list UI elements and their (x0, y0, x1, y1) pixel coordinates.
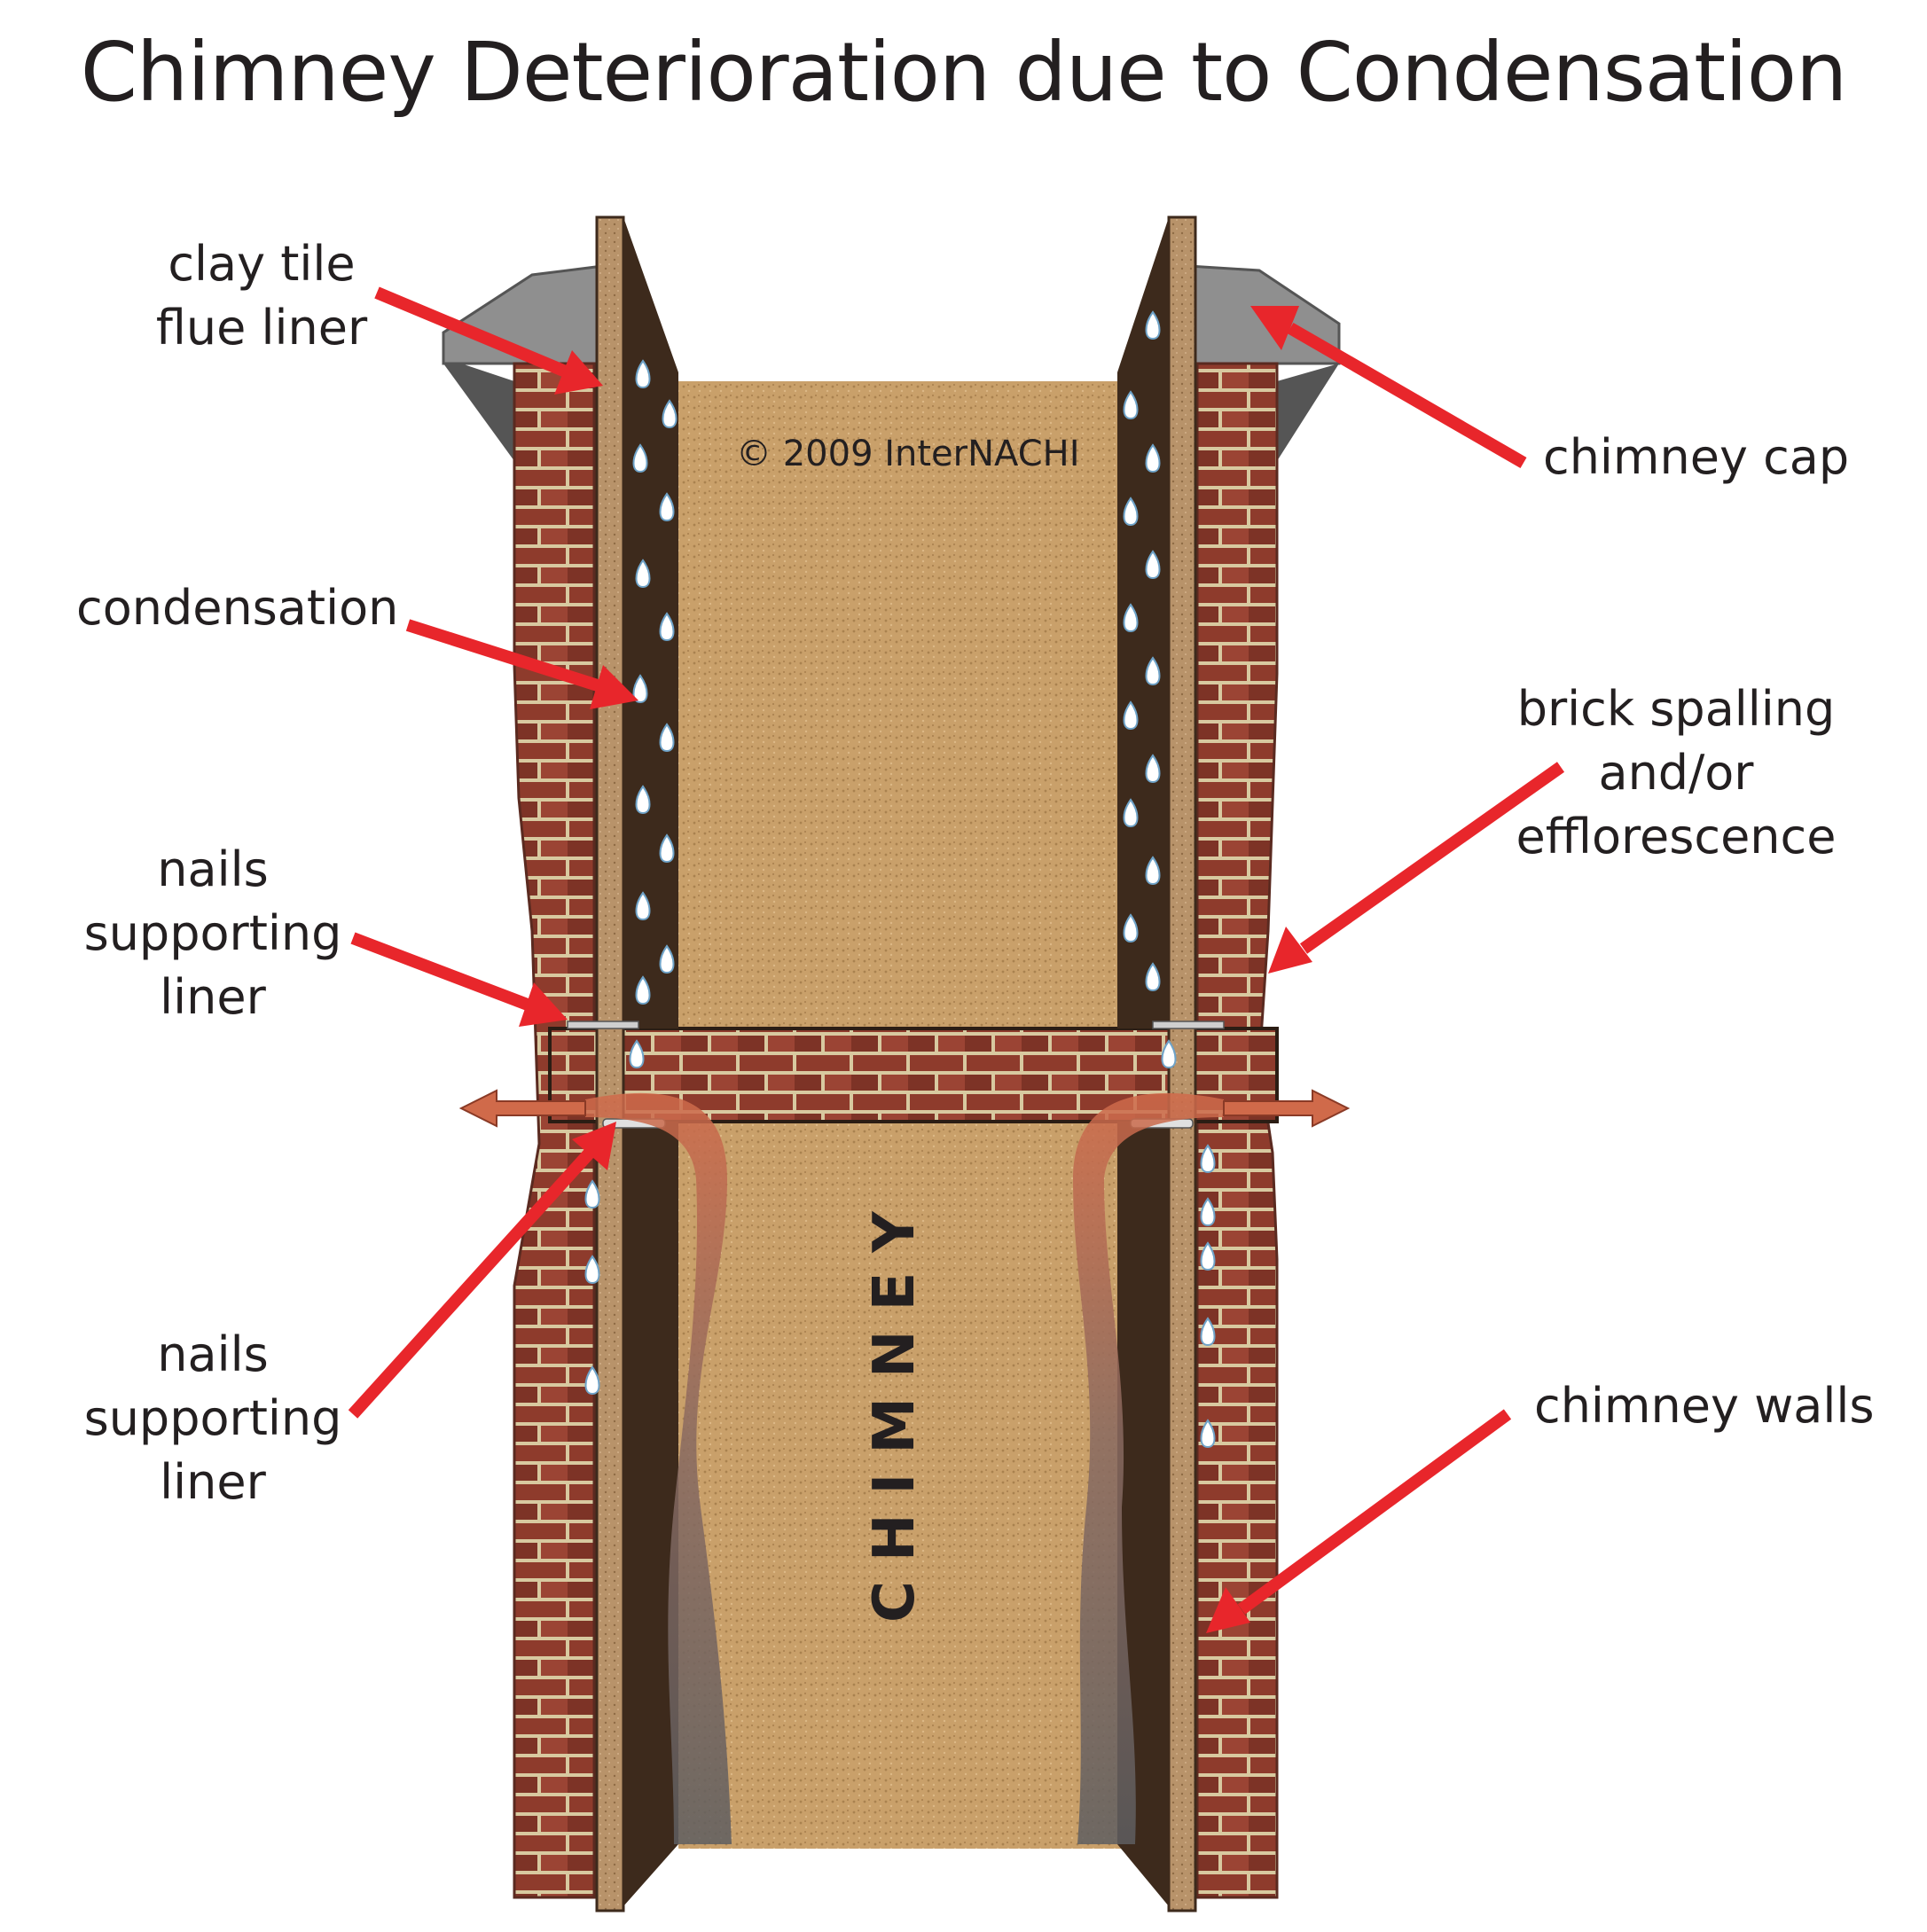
heat-arrow-left (458, 1089, 586, 1128)
water-droplet-icon (1123, 913, 1139, 943)
water-droplet-icon (659, 833, 675, 864)
water-droplet-icon (635, 559, 651, 589)
water-droplet-icon (662, 399, 678, 429)
condensation-droplets (584, 310, 1216, 1449)
water-droplet-icon (1200, 1317, 1216, 1347)
water-droplet-icon (1123, 603, 1139, 633)
callout-arrows (348, 286, 1565, 1633)
left-brick-wall (513, 362, 596, 1899)
water-droplet-icon (659, 723, 675, 753)
nail-right (1152, 1021, 1225, 1029)
label-condensation: condensation (76, 580, 399, 636)
water-droplet-icon (1145, 550, 1161, 580)
water-droplet-icon (1145, 856, 1161, 886)
arrow-brick-spalling (1268, 762, 1565, 974)
water-droplet-icon (1123, 798, 1139, 828)
water-droplet-icon (1145, 656, 1161, 686)
exhaust-plume-left (585, 1092, 732, 1844)
water-droplet-icon (659, 944, 675, 974)
chimney-cap-left-side (443, 364, 514, 461)
water-droplet-icon (629, 1039, 645, 1069)
arrow-condensation (405, 619, 638, 709)
arrow-nails-lower (348, 1122, 616, 1419)
heat-arrow-right (1223, 1089, 1351, 1128)
arrow-clay-tile (374, 286, 603, 395)
label-chimney-cap: chimney cap (1543, 429, 1850, 485)
water-droplet-icon (1200, 1197, 1216, 1227)
water-droplet-icon (659, 612, 675, 642)
water-droplet-icon (1123, 390, 1139, 420)
water-droplet-icon (1123, 497, 1139, 527)
water-droplet-icon (635, 359, 651, 389)
right-brick-wall (1195, 362, 1279, 1899)
water-droplet-icon (635, 785, 651, 815)
chimney-cap-right-side (1277, 364, 1339, 461)
center-chimney-label: CHIMNEY (862, 1192, 928, 1623)
copyright-text: © 2009 InterNACHI (736, 434, 1080, 474)
label-chimney-walls: chimney walls (1534, 1378, 1875, 1434)
water-droplet-icon (584, 1255, 600, 1285)
arrow-nails-upper (350, 932, 568, 1027)
water-droplet-icon (1200, 1241, 1216, 1271)
water-droplet-icon (1145, 310, 1161, 340)
water-droplet-icon (584, 1179, 600, 1209)
water-droplet-icon (635, 891, 651, 921)
water-droplet-icon (584, 1365, 600, 1396)
water-droplet-icon (1145, 443, 1161, 473)
left-flue-liner (595, 215, 625, 1912)
water-droplet-icon (1123, 700, 1139, 731)
arrow-chimney-cap (1250, 306, 1527, 469)
water-droplet-icon (1200, 1144, 1216, 1174)
water-droplet-icon (1145, 962, 1161, 992)
water-droplet-icon (1145, 754, 1161, 784)
arrow-chimney-walls (1206, 1409, 1512, 1633)
water-droplet-icon (659, 492, 675, 522)
exhaust-plume-right (1073, 1092, 1224, 1844)
water-droplet-icon (632, 674, 648, 704)
left-liner-face-lower (623, 1122, 678, 1906)
water-droplet-icon (1161, 1039, 1177, 1069)
diagram-title: Chimney Deterioration due to Condensatio… (80, 25, 1848, 120)
water-droplet-icon (632, 443, 648, 473)
water-droplet-icon (1200, 1419, 1216, 1449)
water-droplet-icon (635, 975, 651, 1005)
nail-left (567, 1021, 639, 1029)
